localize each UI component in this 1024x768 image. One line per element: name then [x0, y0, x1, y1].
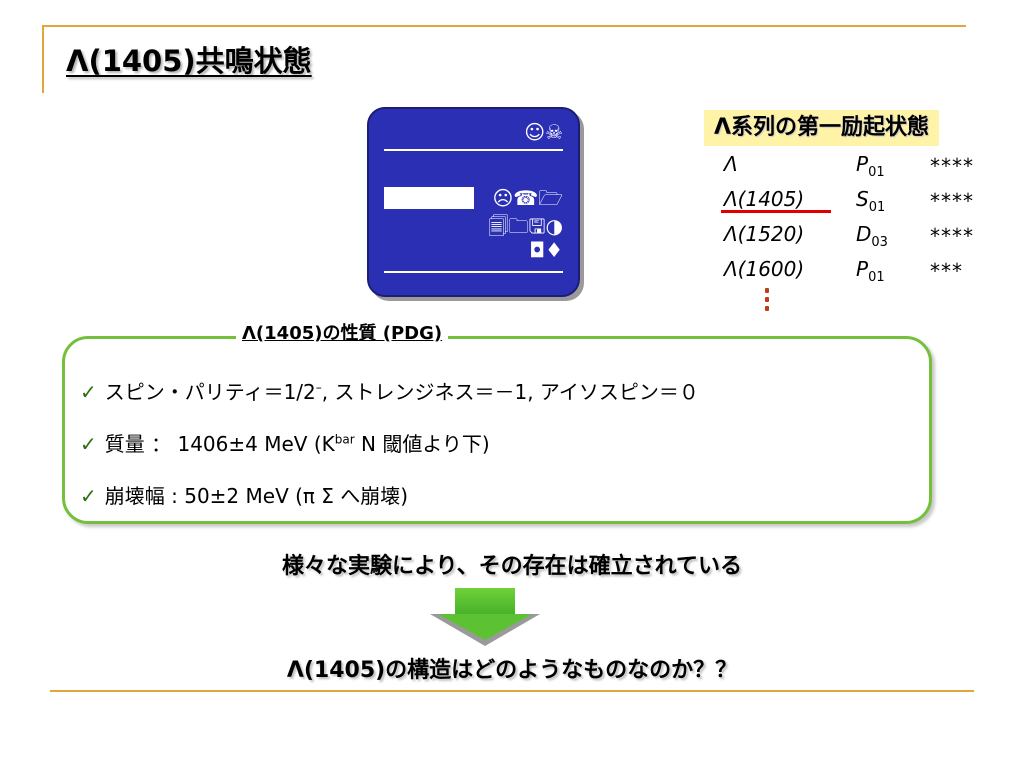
partial-wave-cell: D03 — [856, 222, 888, 250]
partial-wave-cell: P01 — [856, 152, 885, 180]
panel-rule-top — [384, 149, 563, 151]
check-icon: ✓ — [80, 380, 97, 404]
check-icon: ✓ — [80, 432, 97, 456]
table-row: Λ(1405) S01 **** — [724, 181, 984, 216]
properties-heading: Λ(1405)の性質 (PDG) — [236, 320, 449, 348]
partial-wave-cell: S01 — [856, 187, 886, 215]
left-rule — [42, 25, 44, 93]
property-item: ✓スピン・パリティ＝1/2–, ストレンジネス＝－1, アイソスピン＝０ — [80, 380, 699, 404]
lambda-table-title: Λ系列の第一励起状態 — [704, 110, 940, 146]
lambda-table: Λ P01 **** Λ(1405) S01 **** Λ(1520) D03 … — [724, 146, 984, 286]
structure-question: Λ(1405)の構造はどのようなものなのか？？ — [286, 658, 738, 683]
rating-cell: **** — [930, 154, 974, 178]
slide-title: Λ(1405)共鳴状態 — [66, 44, 312, 78]
documents-folder-floppy-moon-icons: 🗐🗀🖫◑ — [488, 214, 563, 238]
down-arrow-icon — [430, 588, 540, 646]
property-item: ✓質量 ： 1406±4 MeV (Kbar N 閾値より下) — [80, 432, 490, 456]
square-drop-icons: ◘♦ — [529, 238, 563, 262]
established-statement: 様々な実験により、その存在は確立されている — [281, 554, 743, 579]
state-cell: Λ(1600) — [724, 257, 805, 281]
table-row: Λ(1520) D03 **** — [724, 216, 984, 251]
icon-placeholder-panel: ☺☠ ☹☎🗁 🗐🗀🖫◑ ◘♦ — [367, 107, 580, 297]
rating-cell: **** — [930, 189, 974, 213]
property-item: ✓崩壊幅 : 50±2 MeV (π Σ へ崩壊) — [80, 484, 409, 508]
check-icon: ✓ — [80, 484, 97, 508]
state-cell: Λ — [724, 152, 738, 176]
state-cell: Λ(1405) — [724, 187, 805, 211]
top-rule — [42, 25, 966, 27]
panel-text-box — [384, 187, 474, 209]
partial-wave-cell: P01 — [856, 257, 885, 285]
highlight-underline — [721, 210, 831, 213]
rating-cell: **** — [930, 224, 974, 248]
bottom-rule — [50, 690, 974, 692]
smiley-skull-icons: ☺☠ — [524, 120, 563, 144]
panel-rule-bottom — [384, 271, 563, 273]
state-cell: Λ(1520) — [724, 222, 805, 246]
table-row: Λ(1600) P01 *** — [724, 251, 984, 286]
table-row: Λ P01 **** — [724, 146, 984, 181]
sad-phone-folder-icons: ☹☎🗁 — [492, 186, 563, 210]
vertical-ellipsis-icon — [762, 288, 772, 318]
rating-cell: *** — [930, 259, 963, 283]
properties-box — [62, 336, 932, 524]
